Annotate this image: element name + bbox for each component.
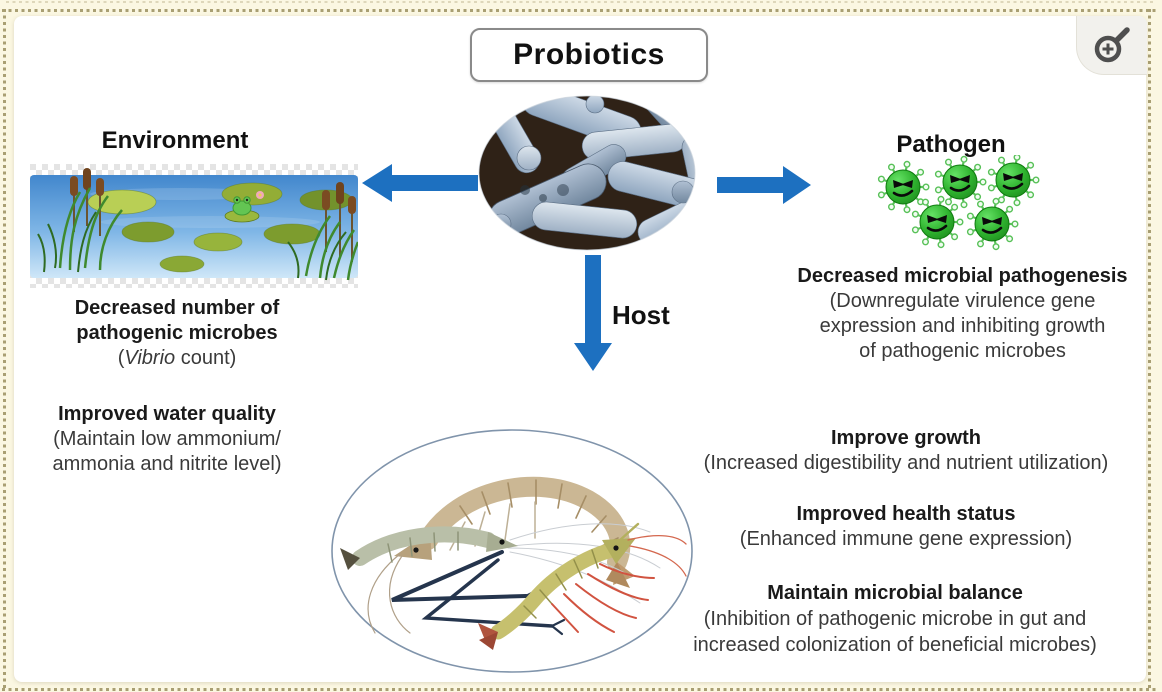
env-benefit2-title: Improved water quality bbox=[58, 403, 276, 425]
host-benefit2-line1: (Enhanced immune gene expression) bbox=[739, 528, 1073, 550]
host-benefit-1: Improve growth (Increased digestibility … bbox=[686, 426, 1126, 476]
probiotics-bacteria-image bbox=[477, 94, 698, 253]
environment-benefit-2: Improved water quality (Maintain low amm… bbox=[32, 402, 302, 477]
arrow-left-to-environment bbox=[362, 164, 478, 202]
pathogen-virus-icons bbox=[877, 155, 1041, 251]
probiotics-title-box: Probiotics bbox=[470, 28, 708, 82]
zoom-in-button[interactable] bbox=[1076, 16, 1147, 75]
pathogen-benefit-line1: (Downregulate virulence gene bbox=[829, 290, 1096, 312]
host-benefit2-title: Improved health status bbox=[796, 503, 1016, 525]
host-benefit-3: Maintain microbial balance (Inhibition o… bbox=[675, 580, 1115, 658]
env-benefit1-line1: Decreased number of bbox=[74, 297, 280, 319]
host-benefit-2: Improved health status (Enhanced immune … bbox=[686, 502, 1126, 552]
host-benefit1-title: Improve growth bbox=[830, 427, 981, 449]
host-label: Host bbox=[612, 300, 670, 330]
pond-environment-image bbox=[30, 164, 358, 288]
pathogen-benefit-line2: expression and inhibiting growth bbox=[819, 315, 1106, 337]
magnifier-plus-icon bbox=[1094, 27, 1130, 63]
pathogen-heading: Pathogen bbox=[896, 131, 1006, 158]
pathogen-benefit-title: Decreased microbial pathogenesis bbox=[797, 265, 1128, 287]
environment-heading: Environment bbox=[101, 127, 249, 154]
vibrio-count-line: (Vibrio count) bbox=[117, 347, 237, 369]
arrow-down-to-host bbox=[574, 255, 612, 371]
cattails-left bbox=[37, 168, 123, 273]
probiotics-title: Probiotics bbox=[513, 38, 665, 71]
frame-dotted-right bbox=[1148, 9, 1151, 689]
pathogen-benefit-line3: of pathogenic microbes bbox=[859, 340, 1066, 362]
frame-dotted-top bbox=[2, 9, 1158, 12]
env-benefit2-line2: ammonia and nitrite level) bbox=[52, 453, 282, 475]
env-benefit2-line1: (Maintain low ammonium/ bbox=[53, 428, 281, 450]
shrimp-bottom-right bbox=[478, 522, 687, 650]
frame-dotted-bottom bbox=[2, 688, 1158, 691]
frame-dotted-top-outer bbox=[6, 1, 1156, 3]
host-benefit1-line1: (Increased digestibility and nutrient ut… bbox=[703, 452, 1109, 474]
frog-icon bbox=[224, 191, 264, 223]
environment-benefit-1: Decreased number of pathogenic microbes … bbox=[42, 296, 312, 371]
host-benefit3-line2: increased colonization of beneficial mic… bbox=[693, 634, 1097, 656]
host-benefit3-line1: (Inhibition of pathogenic microbe in gut… bbox=[703, 608, 1087, 630]
shrimp-host-image bbox=[331, 429, 693, 673]
arrow-right-to-pathogen bbox=[717, 166, 811, 204]
host-benefit3-title: Maintain microbial balance bbox=[767, 582, 1023, 604]
cattails-right bbox=[287, 182, 358, 281]
env-benefit1-line2: pathogenic microbes bbox=[76, 322, 278, 344]
frame-dotted-left bbox=[3, 9, 6, 689]
pathogen-benefit: Decreased microbial pathogenesis (Downre… bbox=[790, 264, 1135, 364]
